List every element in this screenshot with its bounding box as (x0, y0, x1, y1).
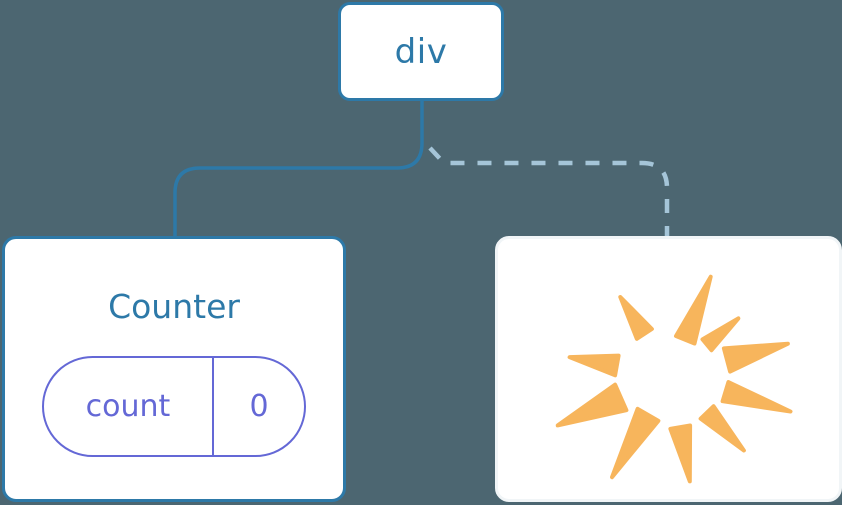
sparkle-ray-4 (720, 380, 793, 414)
sparkle-ray-2 (700, 316, 741, 353)
node-div[interactable]: div (338, 2, 504, 101)
sparkle-ray-8 (555, 382, 629, 428)
connector-div-to-counter (173, 101, 424, 240)
sparkle-ray-1 (674, 274, 713, 346)
node-div-label: div (394, 31, 448, 72)
sparkle-ray-6 (668, 423, 693, 484)
sparkle-ray-7 (610, 406, 661, 480)
node-counter[interactable]: Counter count 0 (2, 236, 346, 502)
sparkle-ray-10 (618, 295, 654, 341)
state-pill-count[interactable]: count 0 (42, 356, 306, 457)
state-pill-key: count (44, 358, 214, 455)
node-sparkle[interactable] (495, 236, 842, 502)
sparkle-ray-9 (567, 353, 621, 378)
sparkle-ray-5 (698, 404, 746, 453)
sparkle-ray-3 (721, 341, 790, 374)
state-pill-value: 0 (249, 389, 269, 424)
sparkle-burst-icon (555, 274, 793, 484)
node-counter-label: Counter (108, 287, 240, 326)
connector-div-to-sparkle (428, 146, 670, 240)
